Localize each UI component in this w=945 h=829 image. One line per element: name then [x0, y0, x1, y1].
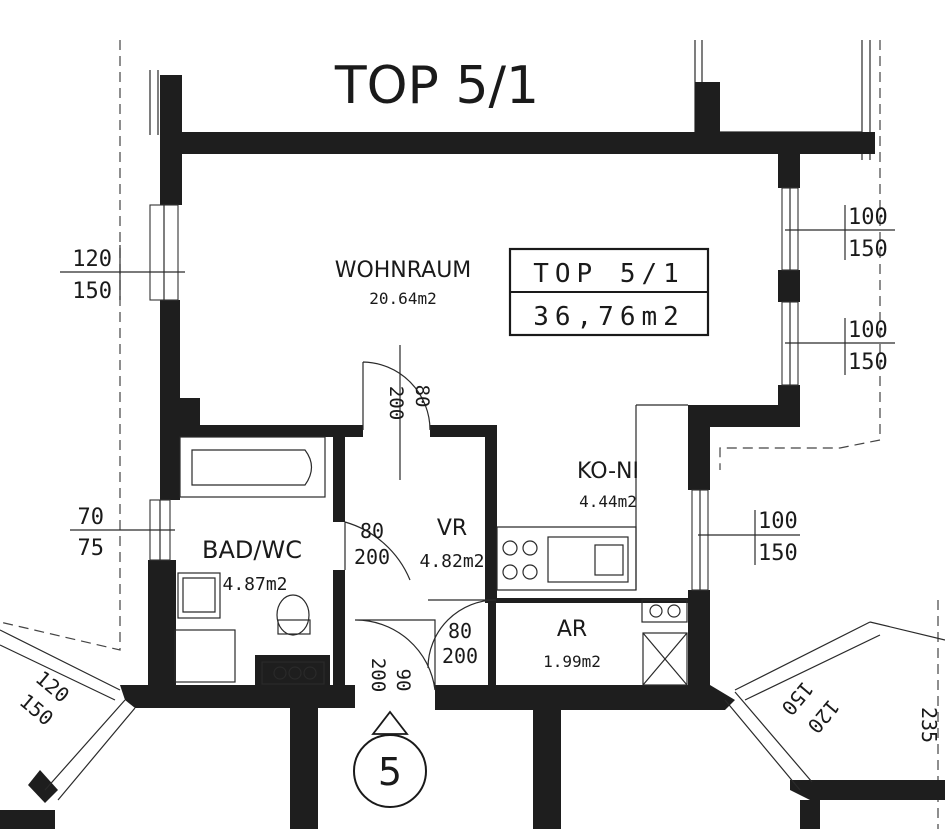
- dim-door-wohnraum-width: 80: [411, 385, 433, 408]
- dim-door-entrance-width: 90: [392, 669, 414, 692]
- dimension-labels: 120 150 100 150 100 150 70 75 100 150 80…: [15, 205, 941, 743]
- room-name-wohnraum: WOHNRAUM: [335, 258, 472, 283]
- fixtures: [174, 404, 688, 686]
- dim-window-kitchen-height: 150: [758, 541, 798, 566]
- dim-window-left-top-height: 150: [72, 279, 112, 304]
- dim-window-right-2-width: 100: [848, 318, 888, 343]
- room-name-ko-ni: KO-NI: [577, 459, 639, 484]
- dim-window-kitchen-width: 100: [758, 509, 798, 534]
- room-name-vr: VR: [437, 516, 467, 541]
- room-area-ar: 1.99m2: [543, 652, 601, 671]
- room-name-ar: AR: [557, 617, 587, 642]
- page-title: TOP 5/1: [334, 56, 539, 116]
- dim-window-right-2-height: 150: [848, 350, 888, 375]
- unit-box-area: 36,76m2: [533, 302, 685, 332]
- room-area-ko-ni: 4.44m2: [579, 492, 637, 511]
- dim-door-bad-width: 80: [360, 519, 384, 543]
- unit-box: TOP 5/1 36,76m2: [508, 247, 710, 337]
- room-name-bad-wc: BAD/WC: [202, 536, 302, 564]
- dim-window-left-top-width: 120: [72, 247, 112, 272]
- entrance-marker: 5: [353, 710, 427, 808]
- dim-window-right-1-height: 150: [848, 237, 888, 262]
- dim-window-right-1-width: 100: [848, 205, 888, 230]
- dim-door-wohnraum-height: 200: [385, 386, 407, 420]
- dim-door-ar-height: 200: [442, 644, 478, 668]
- room-area-bad-wc: 4.87m2: [222, 574, 287, 595]
- doors: [344, 345, 497, 691]
- dim-window-left-bad-width: 70: [78, 505, 105, 530]
- room-labels: WOHNRAUM 20.64m2 KO-NI 4.44m2 VR 4.82m2 …: [202, 258, 639, 671]
- room-area-wohnraum: 20.64m2: [369, 289, 436, 308]
- dimension-lines: [60, 205, 895, 565]
- dim-door-ar-width: 80: [448, 619, 472, 643]
- dim-door-bad-height: 200: [354, 545, 390, 569]
- unit-box-name: TOP 5/1: [533, 259, 685, 289]
- dim-window-left-bad-height: 75: [78, 536, 105, 561]
- dim-door-entrance-height: 200: [367, 658, 389, 692]
- dim-right-edge: 235: [917, 707, 941, 743]
- walls: [0, 75, 945, 829]
- entrance-number: 5: [378, 750, 402, 794]
- room-area-vr: 4.82m2: [419, 551, 484, 572]
